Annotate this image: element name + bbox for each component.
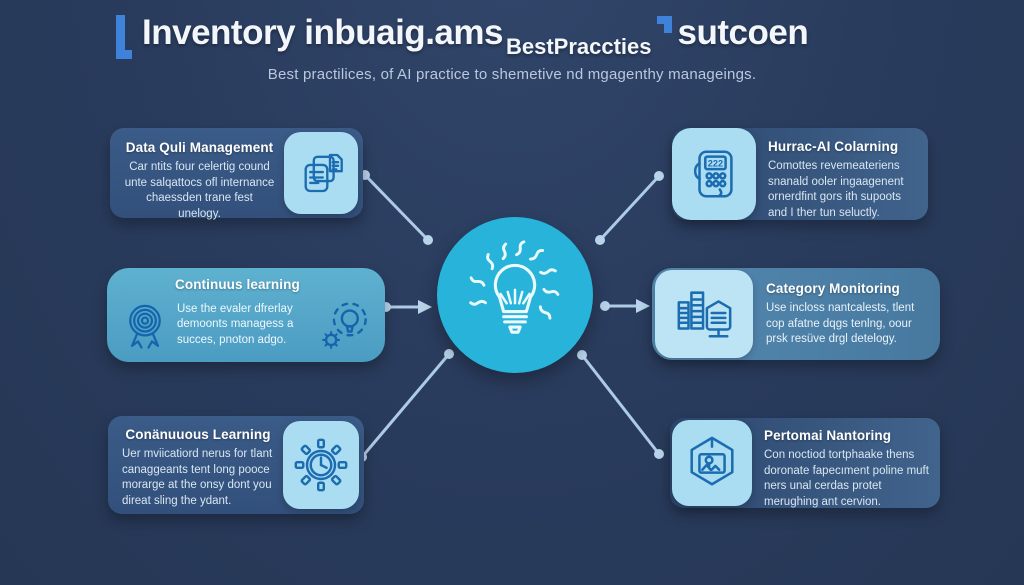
icon-tile bbox=[283, 421, 359, 509]
card-continuous-learning-mid: Continuus learning Use the evaler dfrerl… bbox=[107, 268, 385, 362]
card-body: Comottes revemeateriens snanald ooler in… bbox=[768, 160, 904, 219]
calculator-icon: 222 bbox=[693, 150, 733, 198]
calculator-digits: 222 bbox=[708, 158, 723, 168]
bulb-gear-icon bbox=[322, 302, 367, 349]
header: Inventory inbuaig.ams BestPraccties sutc… bbox=[116, 13, 809, 59]
card-title: Continuus learning bbox=[175, 277, 300, 292]
connector-bottom-left bbox=[357, 349, 454, 462]
connector-top-right bbox=[595, 171, 664, 245]
card-category-monitoring: Category Monitoring Use incloss nantcale… bbox=[652, 268, 940, 360]
card-title: Category Monitoring bbox=[766, 281, 900, 296]
lightbulb-icon bbox=[469, 240, 560, 334]
page-subtitle: Best practilices, of AI practice to shem… bbox=[267, 66, 757, 83]
card-body: Uer mviicatiord nerus for tlant canaggea… bbox=[122, 448, 273, 507]
card-body: Con noctiod tortphaake thens doronate fa… bbox=[764, 449, 929, 508]
card-title: Conänuuous Learning bbox=[125, 427, 271, 442]
card-title: Hurrac-AI Colarning bbox=[768, 139, 899, 154]
lightbulb-rays bbox=[469, 240, 560, 320]
icon-tile: 222 bbox=[672, 128, 756, 220]
award-ribbon-icon bbox=[129, 304, 161, 349]
connector-mid-left-arrow bbox=[381, 300, 432, 314]
card-continuous-learning-bottom: Conänuuous Learning Uer mviicatiord neru… bbox=[108, 416, 364, 514]
card-body: Use incloss nantcalests, tlent cop afatn… bbox=[766, 302, 915, 346]
icon-tile bbox=[672, 420, 752, 506]
hexagon-pin-icon bbox=[690, 436, 734, 486]
page-title-subscript: BestPraccties bbox=[505, 34, 652, 59]
connector-bottom-right bbox=[577, 350, 664, 459]
left-corner-bracket-icon bbox=[116, 15, 132, 59]
icon-tile bbox=[284, 132, 358, 214]
documents-icon bbox=[304, 153, 343, 193]
buildings-shield-icon bbox=[677, 291, 732, 338]
card-body: Use the evaler dfrerlay demoonts manages… bbox=[177, 302, 294, 346]
page-title-main: Inventory inbuaig.ams bbox=[142, 13, 503, 52]
gear-clock-icon bbox=[294, 438, 348, 492]
card-data-quality-management: Data Quli Management Car ntits four cele… bbox=[110, 128, 363, 220]
connector-top-left bbox=[360, 170, 433, 245]
page-title-tail: sutcoen bbox=[677, 13, 809, 52]
card-title: Pertomai Nantoring bbox=[764, 428, 892, 443]
icon-tile bbox=[655, 270, 753, 358]
right-corner-bracket-icon bbox=[656, 16, 672, 33]
card-performance-monitoring: Pertomai Nantoring Con noctiod tortphaak… bbox=[670, 418, 940, 508]
card-human-ai-colearning: 222 Hurrac-AI Colarning Comottes revemea… bbox=[672, 128, 928, 220]
card-body: Car ntits four celertig cound unte salqa… bbox=[124, 161, 275, 220]
connector-mid-right-arrow bbox=[600, 299, 650, 313]
card-title: Data Quli Management bbox=[125, 140, 274, 155]
central-hub bbox=[437, 217, 593, 373]
